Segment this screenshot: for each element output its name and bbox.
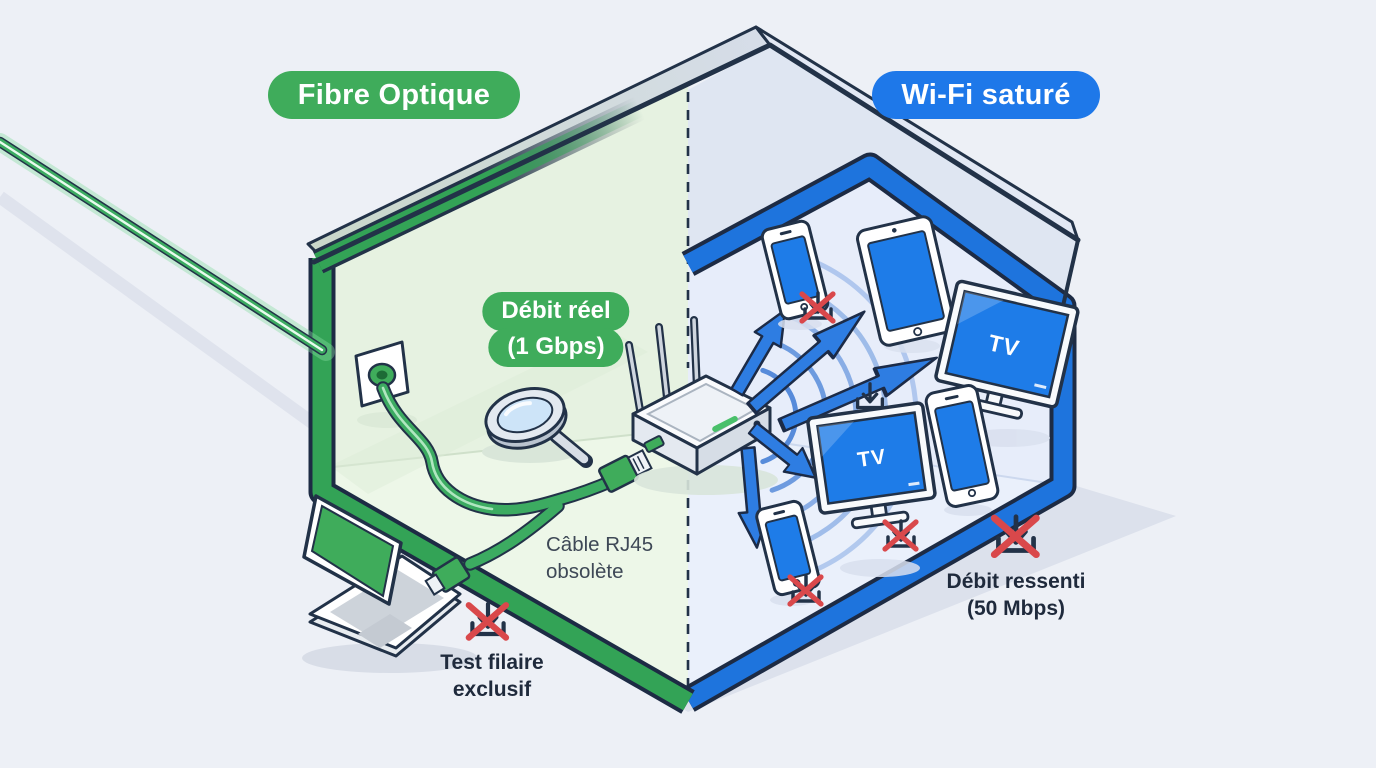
wired-test-caption: Test filaire exclusif	[440, 649, 543, 703]
phone-icon	[760, 219, 830, 321]
fiber-cable-icon	[0, 133, 335, 361]
roofline	[311, 42, 1081, 265]
rj45-connector-icon	[598, 449, 653, 493]
perceived-speed-caption: Débit ressenti (50 Mbps)	[947, 568, 1086, 622]
real-speed-line2: (1 Gbps)	[488, 327, 624, 367]
cable-note-line1: Câble RJ45	[546, 533, 654, 556]
cable-note: Câble RJ45 obsolète	[546, 531, 653, 585]
real-speed-badge: Débit réel (1 Gbps)	[482, 292, 630, 367]
ethernet-cable-icon	[376, 381, 621, 571]
router-port	[643, 435, 665, 453]
router-icon	[625, 316, 778, 495]
wifi-title-badge: Wi-Fi saturé	[872, 71, 1100, 119]
laptop-icon	[302, 494, 478, 673]
perceived-speed-line1: Débit ressenti	[946, 570, 1086, 593]
wired-test-line2: exclusif	[452, 678, 532, 701]
wired-test-line1: Test filaire	[440, 651, 544, 674]
tv-icon	[934, 279, 1080, 420]
phone-icon	[755, 499, 821, 597]
tablet-icon	[855, 215, 957, 347]
cable-note-line2: obsolète	[546, 560, 624, 583]
tv-icon	[806, 401, 937, 530]
real-speed-line1: Débit réel	[482, 292, 630, 331]
phone-icon	[924, 384, 1000, 508]
perceived-speed-line2: (50 Mbps)	[966, 597, 1066, 620]
rj45-connector-icon	[424, 556, 471, 596]
fiber-title-badge: Fibre Optique	[268, 71, 520, 119]
tv-screen-label: TV	[856, 445, 888, 472]
magnifier-icon	[482, 387, 593, 468]
